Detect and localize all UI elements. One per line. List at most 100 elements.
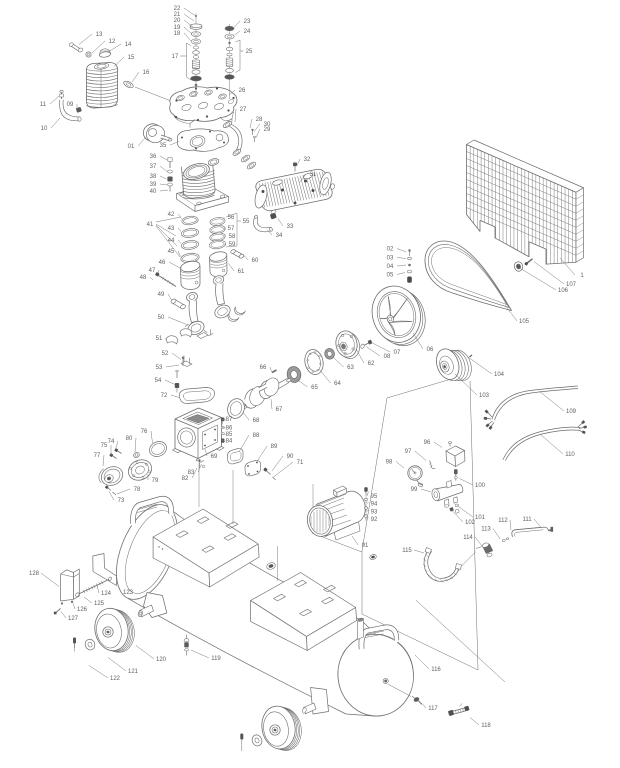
svg-text:11: 11 <box>40 102 47 108</box>
svg-text:36: 36 <box>150 154 157 160</box>
svg-text:22: 22 <box>174 6 181 12</box>
svg-text:20: 20 <box>174 18 181 24</box>
svg-text:15: 15 <box>128 55 135 61</box>
svg-text:44: 44 <box>168 238 175 244</box>
svg-text:83: 83 <box>188 470 195 476</box>
svg-text:05: 05 <box>387 273 394 279</box>
svg-text:90: 90 <box>287 454 294 460</box>
svg-text:101: 101 <box>475 515 486 521</box>
svg-text:14: 14 <box>125 42 132 48</box>
svg-text:95: 95 <box>371 494 378 500</box>
svg-text:68: 68 <box>253 418 260 424</box>
svg-text:24: 24 <box>244 29 251 35</box>
svg-text:28: 28 <box>256 117 263 123</box>
svg-text:12: 12 <box>109 39 116 45</box>
svg-text:123: 123 <box>123 590 134 596</box>
svg-text:103: 103 <box>479 393 490 399</box>
svg-text:121: 121 <box>128 669 139 675</box>
svg-text:30: 30 <box>264 122 271 128</box>
svg-text:91: 91 <box>362 543 369 549</box>
svg-text:41: 41 <box>147 222 154 228</box>
svg-text:54: 54 <box>155 378 162 384</box>
svg-text:06: 06 <box>427 347 434 353</box>
svg-text:63: 63 <box>347 365 354 371</box>
svg-text:106: 106 <box>558 288 569 294</box>
svg-text:71: 71 <box>297 460 304 466</box>
svg-text:78: 78 <box>134 487 141 493</box>
svg-text:87: 87 <box>226 417 233 423</box>
svg-text:124: 124 <box>101 591 112 597</box>
svg-text:72: 72 <box>161 393 168 399</box>
svg-text:29: 29 <box>264 127 271 133</box>
svg-text:02: 02 <box>387 247 394 253</box>
svg-text:60: 60 <box>252 258 259 264</box>
svg-text:117: 117 <box>428 706 438 712</box>
svg-text:32: 32 <box>304 157 311 163</box>
svg-text:52: 52 <box>162 351 169 357</box>
svg-text:10: 10 <box>41 126 48 132</box>
svg-text:09: 09 <box>67 102 74 108</box>
svg-text:57: 57 <box>228 226 235 232</box>
svg-text:98: 98 <box>386 460 393 466</box>
svg-text:104: 104 <box>494 372 505 378</box>
svg-text:04: 04 <box>387 264 394 270</box>
svg-text:59: 59 <box>229 242 236 248</box>
svg-text:50: 50 <box>158 315 165 321</box>
svg-text:126: 126 <box>77 607 88 613</box>
svg-text:99: 99 <box>411 487 418 493</box>
svg-text:51: 51 <box>156 336 163 342</box>
svg-text:25: 25 <box>246 49 253 55</box>
svg-text:37: 37 <box>150 164 157 170</box>
svg-text:122: 122 <box>110 676 121 682</box>
svg-text:49: 49 <box>158 292 165 298</box>
svg-text:67: 67 <box>276 407 283 413</box>
svg-text:102: 102 <box>465 520 476 526</box>
svg-text:31: 31 <box>310 172 317 178</box>
svg-text:100: 100 <box>475 483 486 489</box>
svg-text:48: 48 <box>140 275 147 281</box>
svg-text:111: 111 <box>522 517 532 523</box>
svg-text:23: 23 <box>244 19 251 25</box>
svg-text:84: 84 <box>226 439 233 445</box>
svg-text:58: 58 <box>229 234 236 240</box>
svg-text:45: 45 <box>168 249 175 255</box>
svg-text:125: 125 <box>94 601 105 607</box>
svg-text:13: 13 <box>96 32 103 38</box>
svg-text:33: 33 <box>287 224 294 230</box>
svg-text:17: 17 <box>172 54 179 60</box>
svg-text:40: 40 <box>150 189 157 195</box>
svg-text:77: 77 <box>94 453 101 459</box>
svg-text:113: 113 <box>481 527 491 533</box>
svg-text:74: 74 <box>108 439 115 445</box>
svg-text:119: 119 <box>211 656 221 662</box>
svg-text:120: 120 <box>156 657 167 663</box>
svg-text:55: 55 <box>243 219 250 225</box>
svg-text:85: 85 <box>226 432 233 438</box>
svg-text:1: 1 <box>580 273 584 279</box>
svg-text:21: 21 <box>174 12 181 18</box>
svg-text:08: 08 <box>384 354 391 360</box>
svg-text:35: 35 <box>160 143 167 149</box>
svg-text:01: 01 <box>128 144 135 150</box>
svg-text:34: 34 <box>276 233 283 239</box>
svg-text:16: 16 <box>143 70 150 76</box>
svg-text:94: 94 <box>371 502 378 508</box>
svg-text:93: 93 <box>371 510 378 516</box>
svg-text:107: 107 <box>566 282 577 288</box>
svg-text:76: 76 <box>141 429 148 435</box>
svg-text:115: 115 <box>402 548 412 554</box>
svg-text:73: 73 <box>118 498 125 504</box>
svg-text:75: 75 <box>101 443 108 449</box>
svg-text:79: 79 <box>152 478 159 484</box>
svg-text:61: 61 <box>238 269 245 275</box>
svg-text:39: 39 <box>150 182 157 188</box>
svg-text:80: 80 <box>126 436 133 442</box>
svg-text:47: 47 <box>149 268 156 274</box>
svg-text:03: 03 <box>387 256 394 262</box>
svg-text:86: 86 <box>226 426 233 432</box>
svg-text:127: 127 <box>68 616 79 622</box>
svg-text:27: 27 <box>240 107 247 113</box>
svg-text:43: 43 <box>168 226 175 232</box>
svg-text:116: 116 <box>431 667 441 673</box>
svg-text:26: 26 <box>239 88 246 94</box>
